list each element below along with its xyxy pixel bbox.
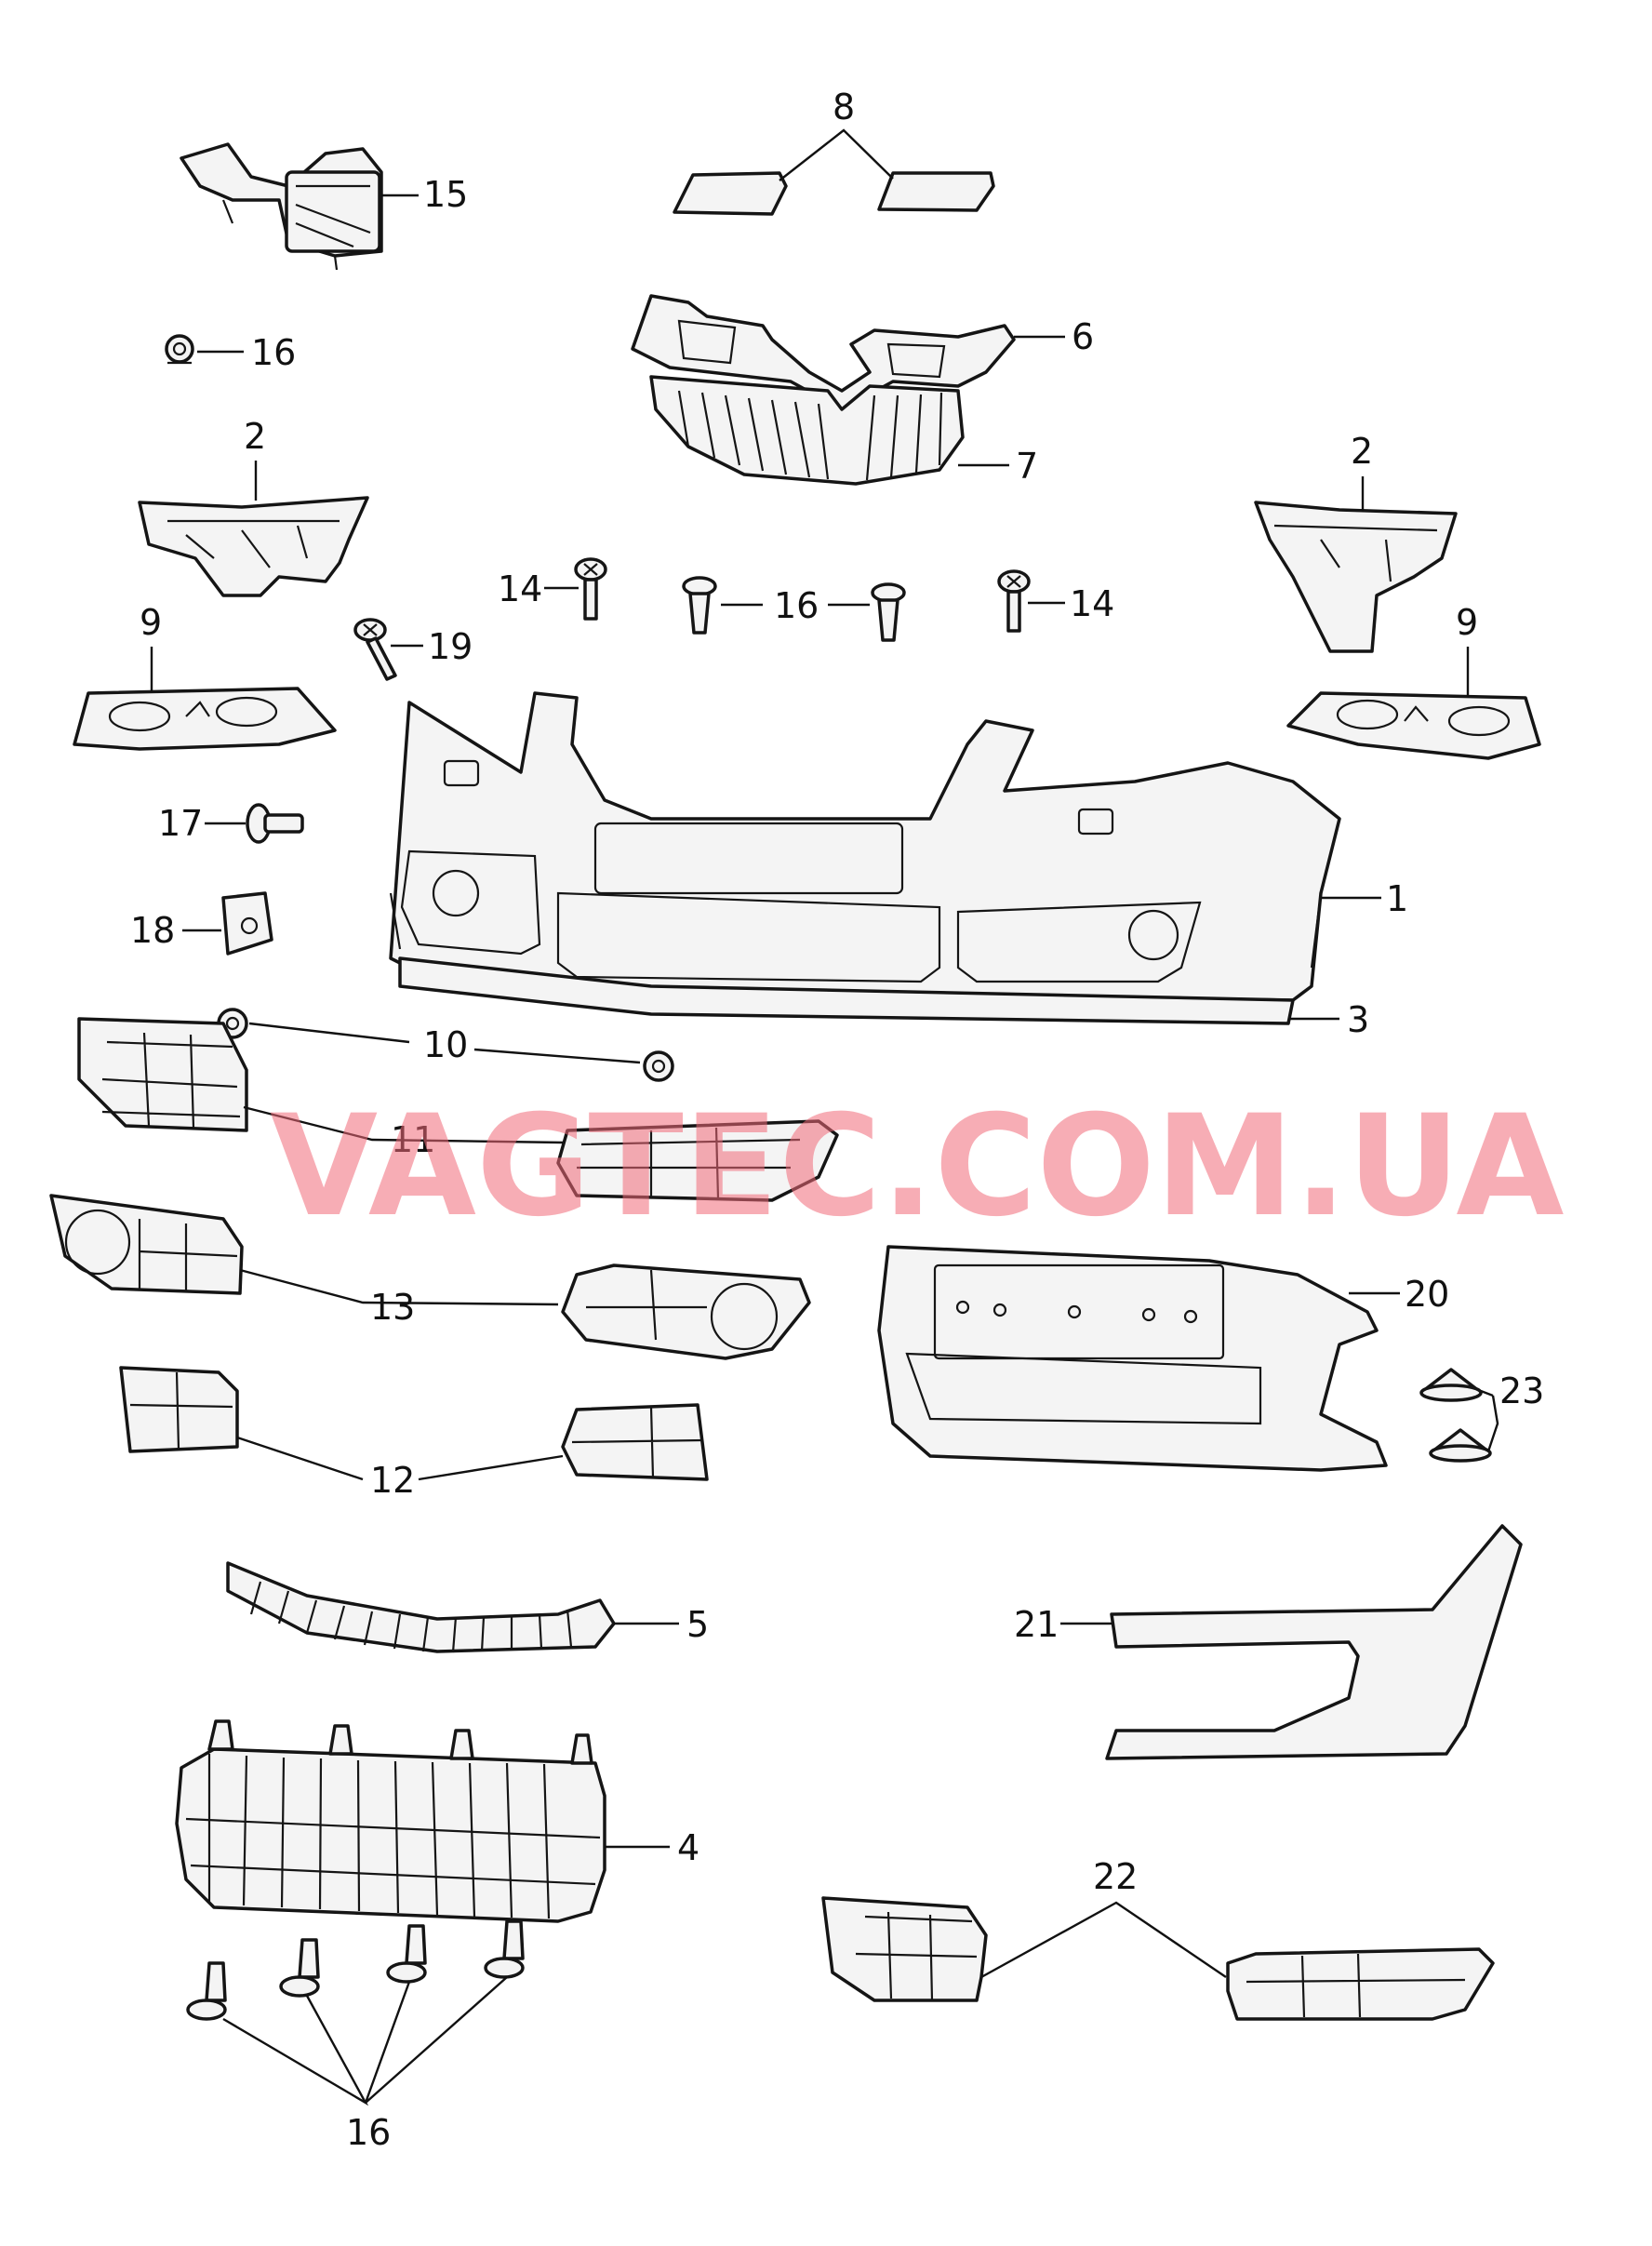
part-13-foglamp-grille-left <box>49 1194 244 1295</box>
callout-12: 12 <box>370 1460 415 1501</box>
callout-15: 15 <box>423 174 468 215</box>
callout-14-left: 14 <box>498 568 542 609</box>
part-4-radiator-grille <box>175 1719 606 1923</box>
callout-4: 4 <box>677 1827 699 1868</box>
callout-9-right: 9 <box>1456 602 1478 643</box>
part-22-grille-right <box>1226 1947 1495 2021</box>
part-20-reinforcement <box>877 1245 1388 1472</box>
callout-9-left: 9 <box>140 602 162 643</box>
part-5-lower-grille <box>226 1561 616 1653</box>
watermark: VAGTEC.COM.UA <box>270 1086 1564 1248</box>
callout-2-right: 2 <box>1351 431 1373 472</box>
part-16-clip-left <box>165 334 194 365</box>
callout-2-left: 2 <box>244 416 266 457</box>
callout-11: 11 <box>391 1119 435 1160</box>
callout-1: 1 <box>1386 878 1408 919</box>
callout-21: 21 <box>1014 1604 1059 1645</box>
callout-6: 6 <box>1072 316 1094 357</box>
callout-17: 17 <box>158 803 203 844</box>
part-23-clips <box>1419 1368 1492 1463</box>
part-11-grille-left <box>77 1017 248 1132</box>
callout-16-middle: 16 <box>774 585 819 626</box>
callout-7: 7 <box>1016 446 1038 487</box>
part-7-grille <box>649 375 965 486</box>
part-1-bumper-cover <box>389 691 1341 1002</box>
part-16-clip-mid-left <box>682 576 717 635</box>
callout-10: 10 <box>423 1024 468 1065</box>
callout-19: 19 <box>428 626 473 667</box>
part-2-bracket-right <box>1254 501 1458 653</box>
part-16-clip-mid-right <box>871 582 906 642</box>
part-19-screw <box>353 618 397 681</box>
part-12-blank-left <box>119 1366 239 1453</box>
part-8-trim-strips <box>673 171 995 216</box>
callout-3: 3 <box>1347 999 1369 1040</box>
part-9-trim-left <box>73 687 337 751</box>
part-2-bracket-left <box>138 496 369 597</box>
part-13-foglamp-grille-right <box>561 1263 811 1360</box>
callout-16-top-left: 16 <box>251 332 296 373</box>
callout-5: 5 <box>686 1604 709 1645</box>
part-14-screw-left <box>574 557 607 621</box>
callout-13: 13 <box>370 1287 415 1328</box>
callout-20: 20 <box>1405 1274 1449 1315</box>
callout-16-bottom: 16 <box>346 2112 391 2153</box>
part-11-grille-right <box>556 1119 839 1202</box>
callout-14-right: 14 <box>1070 583 1114 624</box>
part-14-screw-right <box>997 569 1031 633</box>
part-9-trim-right <box>1286 691 1541 760</box>
part-16-clips-bottom <box>186 1919 525 2021</box>
part-17-screw <box>246 803 304 844</box>
callout-8: 8 <box>833 87 855 127</box>
part-3-spoiler-lip <box>398 956 1295 1025</box>
part-21-trim <box>1105 1524 1523 1760</box>
part-12-blank-right <box>561 1403 709 1481</box>
part-15-bracket <box>180 142 383 271</box>
callout-23: 23 <box>1499 1370 1544 1411</box>
callout-22: 22 <box>1093 1856 1138 1897</box>
part-18-clip <box>221 891 273 956</box>
callout-18: 18 <box>130 910 175 951</box>
part-22-grille-left <box>821 1896 988 2002</box>
